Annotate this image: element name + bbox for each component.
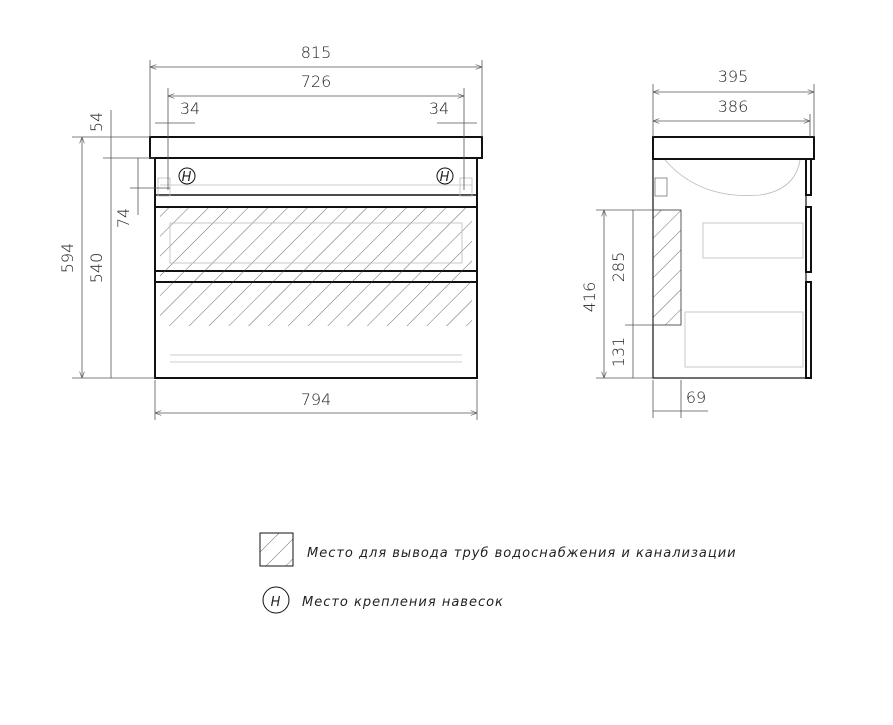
dim-594: 594 bbox=[58, 243, 77, 274]
dim-386: 386 bbox=[718, 97, 749, 116]
legend-hatch-swatch bbox=[259, 532, 294, 567]
dim-726: 726 bbox=[301, 72, 332, 91]
dim-131: 131 bbox=[609, 337, 628, 368]
dim-54: 54 bbox=[87, 112, 106, 132]
dim-540: 540 bbox=[87, 253, 106, 284]
svg-text:H: H bbox=[271, 595, 282, 610]
mount-marker-left: H bbox=[178, 167, 196, 185]
side-pipe-zone-hatch bbox=[652, 209, 682, 326]
svg-text:H: H bbox=[440, 170, 451, 185]
legend-mount-label: Место крепления навесок bbox=[302, 595, 504, 610]
legend-hatch-label: Место для вывода труб водоснабжения и ка… bbox=[307, 546, 737, 561]
dim-794: 794 bbox=[301, 390, 332, 409]
dim-395: 395 bbox=[718, 67, 749, 86]
dim-34-left: 34 bbox=[180, 99, 200, 118]
dim-285: 285 bbox=[609, 252, 628, 283]
legend: Место для вывода труб водоснабжения и ка… bbox=[259, 532, 737, 614]
dim-815: 815 bbox=[301, 43, 332, 62]
pipe-zone-hatch bbox=[160, 208, 472, 326]
countertop bbox=[149, 136, 483, 159]
front-view: H H 815 726 34 34 794 594 540 54 74 bbox=[58, 43, 483, 420]
svg-text:H: H bbox=[182, 170, 193, 185]
side-view: 395 386 416 285 131 69 bbox=[580, 67, 815, 418]
dim-69: 69 bbox=[686, 388, 706, 407]
dim-34-right: 34 bbox=[429, 99, 449, 118]
dim-74: 74 bbox=[114, 208, 133, 228]
mount-marker-right: H bbox=[436, 167, 454, 185]
side-countertop bbox=[652, 136, 815, 160]
dim-416: 416 bbox=[580, 282, 599, 313]
legend-mount-symbol bbox=[262, 586, 290, 614]
